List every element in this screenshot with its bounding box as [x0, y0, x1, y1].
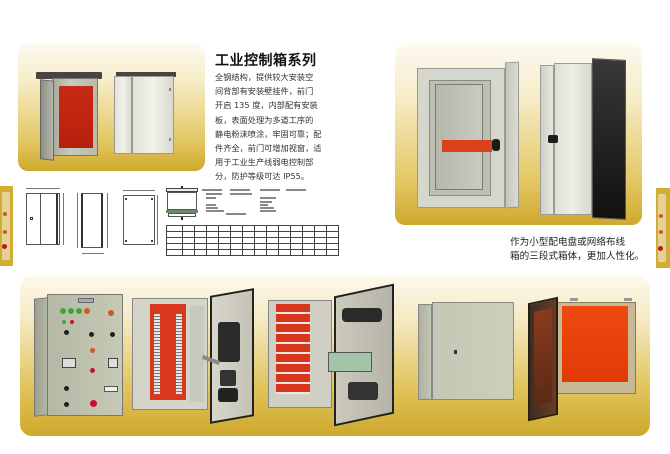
- product-caption: 作为小型配电盘或网络布线 箱的三段式箱体，更加人性化。: [510, 236, 644, 264]
- description-line: 板，表面处理为多道工序的: [215, 114, 314, 125]
- product-image-panel-top-left: [18, 44, 205, 171]
- brand-logo-icon: [658, 194, 666, 262]
- outdoor-cabinet-open-image: [36, 72, 106, 162]
- back-view-drawing: [123, 195, 155, 245]
- description-line: 件齐全，前门可增加视窗，适: [215, 143, 322, 154]
- top-view-drawing: [166, 186, 198, 222]
- right-brand-tab: [656, 188, 670, 268]
- description-line: 用于工业生产线弱电控制部: [215, 157, 314, 168]
- product-image-panel-bottom: [20, 276, 650, 436]
- wall-cabinet-open-image: [528, 296, 640, 426]
- page-title: 工业控制箱系列: [215, 53, 317, 69]
- left-brand-tab: [0, 186, 13, 266]
- cabinet-three-section-image: [540, 58, 632, 220]
- description-line: 间背部有安装壁挂件，前门: [215, 86, 314, 97]
- drawing-annotations: [202, 188, 322, 216]
- brand-logo-icon: [2, 192, 10, 260]
- caption-line: 箱的三段式箱体，更加人性化。: [510, 251, 645, 262]
- product-image-panel-top-right: [395, 44, 642, 225]
- description-line: 分，防护等级可达 IP55。: [215, 171, 310, 182]
- control-panel-image: [34, 290, 126, 420]
- technical-drawings: [24, 185, 164, 260]
- description-line: 开启 135 度，内部配有安装: [215, 100, 318, 111]
- product-description: 全钢结构，提供较大安装空 间背部有安装壁挂件，前门 开启 135 度，内部配有安…: [215, 70, 347, 184]
- spec-table: [166, 225, 339, 256]
- caption-line: 作为小型配电盘或网络布线: [510, 237, 626, 248]
- description-line: 静电粉沫喷涂，牢固可靠；配: [215, 128, 322, 139]
- wall-cabinet-closed-image: [418, 302, 516, 404]
- outdoor-cabinet-closed-image: [114, 72, 184, 162]
- cabinet-open-components-image: [268, 283, 398, 430]
- cabinet-glass-door-image: [417, 61, 527, 212]
- side-view-drawing: [81, 193, 103, 248]
- description-line: 全钢结构，提供较大安装空: [215, 72, 314, 82]
- cabinet-open-wiring-image: [132, 288, 260, 432]
